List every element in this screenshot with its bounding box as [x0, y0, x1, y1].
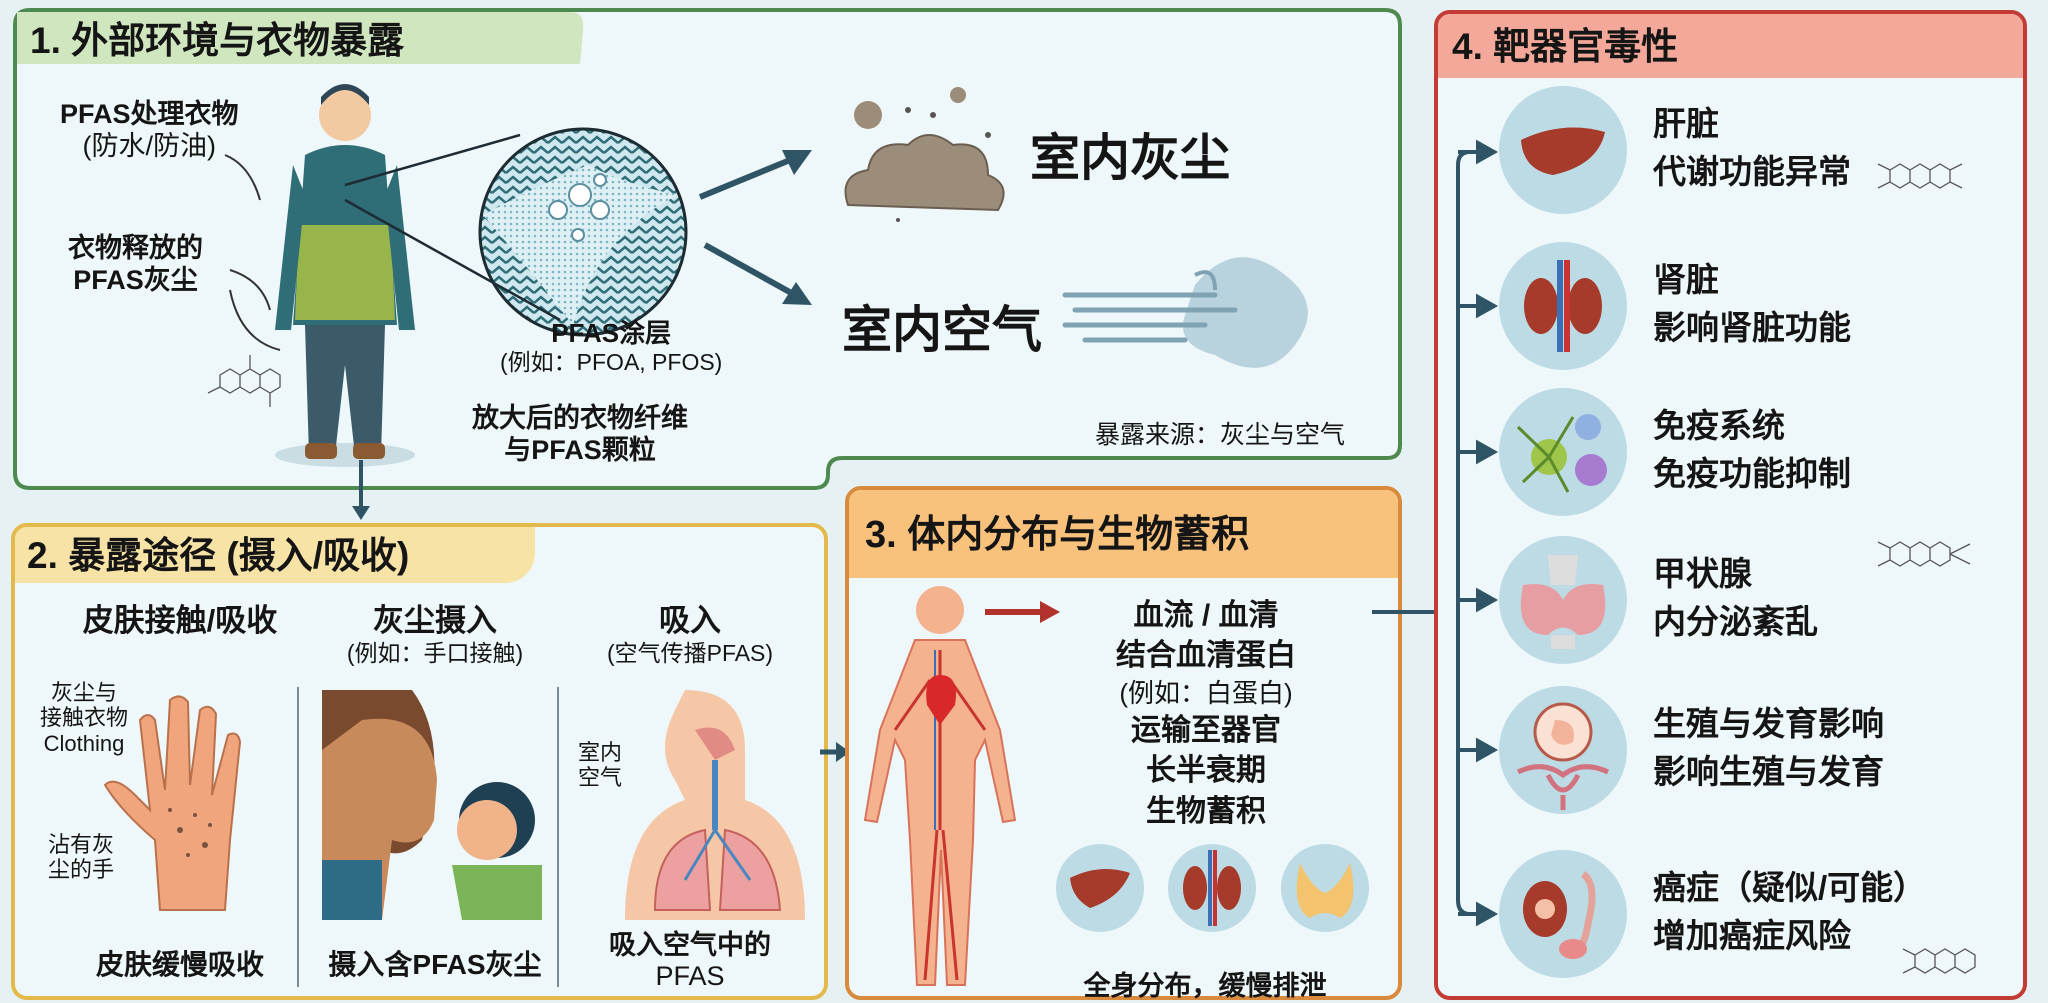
organ-text: 甲状腺内分泌紊乱 [1653, 550, 1818, 646]
label-line: PFAS灰尘 [73, 265, 198, 296]
panel1-title: 1. 外部环境与衣物暴露 [30, 20, 405, 61]
organ-name: 免疫系统 [1653, 407, 1785, 444]
organ-name: 肝脏 [1653, 105, 1719, 142]
immune-cell-icon [1499, 388, 1627, 516]
label-line: PFAS [655, 961, 725, 992]
parent-child-illustration [322, 690, 542, 920]
column-divider [557, 687, 559, 987]
respiratory-system-illustration [625, 690, 805, 920]
organ-name: 甲状腺 [1653, 555, 1752, 592]
panel4-header-bg [1438, 14, 2023, 78]
organ-name: 癌症（疑似/可能） [1653, 869, 1927, 906]
label-line: 空气 [578, 765, 623, 791]
indoor-air-label: 室内空气 [842, 302, 1042, 358]
column-subheading: (例如：手口接触) [346, 640, 524, 666]
column-footer: 摄入含PFAS灰尘 [328, 949, 542, 980]
column-divider [297, 687, 299, 987]
label-line: 衣物释放的 [68, 233, 203, 263]
arrow-to-dust-icon [698, 150, 812, 305]
column-footer: 吸入空气中的 PFAS [560, 930, 820, 992]
molecule-structure-icon [207, 355, 281, 407]
text-line: 结合血清蛋白 [1116, 639, 1296, 673]
red-arrow-icon [985, 601, 1060, 623]
organ-text: 癌症（疑似/可能） 增加癌症风险 [1653, 864, 1926, 960]
column-footer: 皮肤缓慢吸收 [95, 949, 264, 980]
kidney-icon [1499, 242, 1627, 370]
label-line: 与PFAS颗粒 [504, 435, 656, 466]
label-line: 沾有灰 [48, 832, 115, 857]
pfas-coating-label: PFAS涂层 (例如：PFOA, PFOS) [500, 318, 722, 377]
label-line: PFAS处理衣物 [60, 99, 239, 129]
text-line: 血流 / 血清 [1133, 599, 1279, 632]
column-heading: 皮肤接触/吸收 [82, 603, 278, 638]
organ-effect: 影响生殖与发育 [1653, 752, 1884, 790]
label-line: 室内 [578, 740, 623, 765]
dust-cloud-icon [844, 87, 1005, 222]
fetus-uterus-icon [1499, 686, 1627, 814]
text-line: 长半衰期 [1146, 754, 1266, 788]
released-dust-label: 衣物释放的 PFAS灰尘 [68, 232, 203, 297]
magnified-fiber-label: 放大后的衣物纤维 与PFAS颗粒 [472, 402, 688, 467]
column-heading: 灰尘摄入 [373, 603, 497, 638]
organ-effect: 影响肾脏功能 [1653, 308, 1851, 346]
panel3-header-bg [849, 490, 1398, 578]
tumor-icon [1499, 850, 1627, 978]
thyroid-icon [1499, 536, 1627, 664]
label-line: PFAS涂层 [551, 318, 672, 348]
panel2-header-bg [15, 527, 535, 583]
hand-callout-dusty: 沾有灰 尘的手 [48, 832, 114, 883]
hand-callout-clothing: 灰尘与 接触衣物 Clothing [40, 680, 128, 756]
organ-text: 免疫系统免疫功能抑制 [1653, 402, 1851, 498]
distribution-organs [1056, 844, 1369, 932]
indoor-dust-label: 室内灰尘 [1030, 130, 1230, 186]
text-line: (例如：白蛋白) [1119, 678, 1293, 709]
circulatory-body-illustration [863, 586, 1017, 986]
label-line: 灰尘与 [51, 680, 118, 705]
organ-name: 生殖与发育影响 [1653, 705, 1884, 742]
organ-text: 生殖与发育影响影响生殖与发育 [1653, 700, 1884, 796]
organ-text: 肝脏代谢功能异常 [1653, 100, 1851, 196]
distribution-footer: 全身分布，缓慢排泄 [1083, 971, 1327, 1001]
liver-icon [1499, 86, 1627, 214]
organ-effect: 内分泌紊乱 [1653, 602, 1818, 640]
panel4-title: 4. 靶器官毒性 [1452, 26, 1679, 67]
treated-clothing-label: PFAS处理衣物 (防水/防油) [60, 98, 239, 163]
indoor-air-icon [1062, 257, 1308, 368]
organ-effect: 增加癌症风险 [1653, 916, 1851, 954]
distribution-text: 血流 / 血清 结合血清蛋白 (例如：白蛋白) 运输至器官 长半衰期 生物蓄积 [1096, 596, 1316, 832]
exposure-source-note: 暴露来源：灰尘与空气 [1095, 421, 1346, 449]
column-heading: 吸入 [659, 603, 721, 638]
arrow-right-icon [820, 742, 850, 762]
label-line: Clothing [43, 730, 125, 756]
arrow-down-icon [352, 460, 370, 520]
label-line: (防水/防油) [82, 131, 216, 162]
molecule-structure-icon [1877, 541, 1971, 567]
organ-branch-arrows [1456, 139, 1499, 927]
person-in-jacket-illustration [275, 84, 415, 467]
label-line: 放大后的衣物纤维 [472, 403, 688, 433]
thyroid-icon [1281, 844, 1369, 932]
text-line: 生物蓄积 [1146, 794, 1266, 828]
organ-effect: 免疫功能抑制 [1653, 454, 1851, 492]
kidney-icon [1168, 844, 1256, 932]
label-line: (例如：PFOA, PFOS) [500, 349, 723, 376]
label-line: 吸入空气中的 [609, 930, 771, 960]
molecule-structure-icon [1902, 948, 1976, 974]
organ-text: 肾脏影响肾脏功能 [1653, 256, 1851, 352]
column-subheading: (空气传播PFAS) [606, 640, 774, 666]
label-line: 接触衣物 [40, 705, 129, 731]
panel3-title: 3. 体内分布与生物蓄积 [865, 514, 1250, 556]
panel2-title: 2. 暴露途径 (摄入/吸收) [27, 535, 410, 576]
molecule-structure-icon [1877, 163, 1963, 189]
text-line: 运输至器官 [1131, 714, 1281, 748]
dusty-hand-illustration [103, 695, 242, 911]
organ-name: 肾脏 [1653, 261, 1719, 298]
label-line: 尘的手 [48, 857, 115, 883]
organ-effect: 代谢功能异常 [1653, 152, 1851, 190]
magnified-fabric-icon [478, 127, 688, 337]
magnifier-lines [344, 133, 561, 322]
inhale-callout: 室内 空气 [578, 740, 622, 791]
callout-lines [224, 154, 281, 351]
liver-icon [1056, 844, 1144, 932]
